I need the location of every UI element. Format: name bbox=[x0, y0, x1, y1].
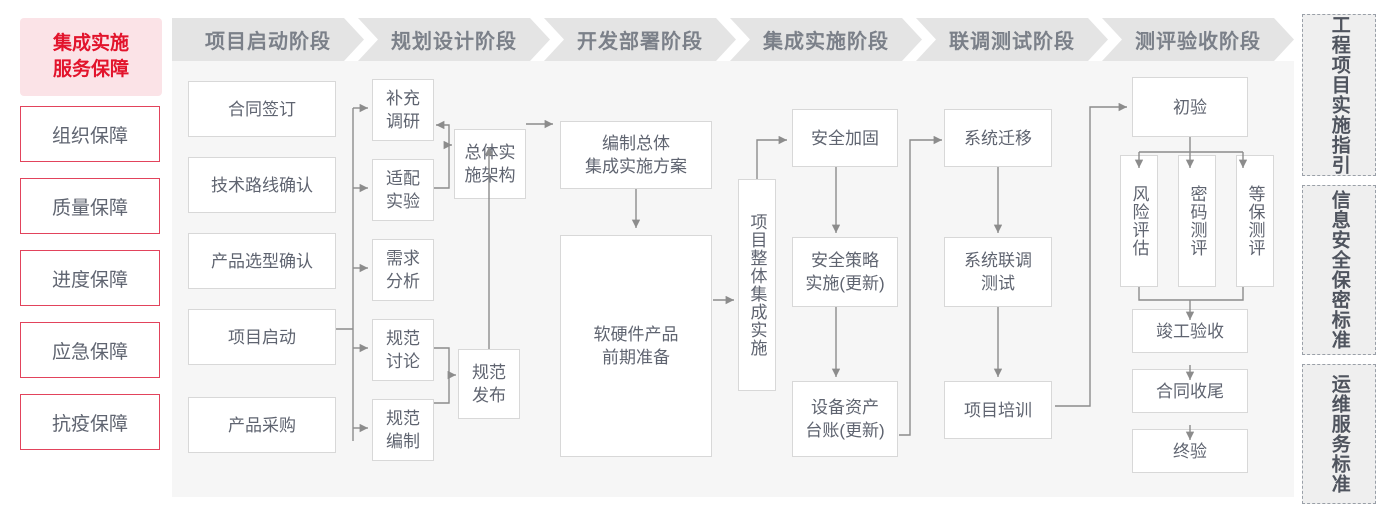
stage-column-dev-deploy: 开发部署阶段 编制总体 集成实施方案 软硬件产品 前期准备 bbox=[544, 18, 736, 497]
guarantee-item-schedule[interactable]: 进度保障 bbox=[20, 250, 160, 306]
standard-ops-service-label: 运维服务标准 bbox=[1328, 374, 1350, 494]
stage-column-joint-test: 联调测试阶段 系统迁移 系统联调 测试 项目培训 bbox=[916, 18, 1108, 497]
stage-header-integration-impl[interactable]: 集成实施阶段 bbox=[730, 18, 922, 61]
node-risk-assessment[interactable]: 风险评估 bbox=[1120, 155, 1158, 287]
standard-ops-service[interactable]: 运维服务标准 bbox=[1302, 364, 1376, 504]
node-product-procurement[interactable]: 产品采购 bbox=[188, 397, 336, 453]
guarantee-item-quality[interactable]: 质量保障 bbox=[20, 178, 160, 234]
stage-column-planning-design: 规划设计阶段 补充 调研 适配 实验 需求 分析 规范 讨论 规范 编制 总体实… bbox=[358, 18, 550, 497]
stage-column-project-start: 项目启动阶段 合同签订 技术路线确认 产品选型确认 项目启动 产品采购 bbox=[172, 18, 364, 497]
node-requirement-analysis[interactable]: 需求 分析 bbox=[372, 239, 434, 301]
node-security-hardening[interactable]: 安全加固 bbox=[792, 109, 898, 167]
node-contract-closeout[interactable]: 合同收尾 bbox=[1132, 369, 1248, 413]
stage-header-evaluation-acceptance[interactable]: 测评验收阶段 bbox=[1102, 18, 1294, 61]
stage-header-joint-test[interactable]: 联调测试阶段 bbox=[916, 18, 1108, 61]
stage-body-dev-deploy: 编制总体 集成实施方案 软硬件产品 前期准备 bbox=[544, 61, 736, 497]
stage-body-evaluation-acceptance: 初验 风险评估 密码测评 等保测评 竣工验收 合同收尾 终验 bbox=[1102, 61, 1294, 497]
guarantee-title-line-1: 集成实施 bbox=[52, 33, 129, 54]
node-project-overall-integration[interactable]: 项目整体集成实施 bbox=[738, 179, 776, 391]
node-hw-sw-product-preparation[interactable]: 软硬件产品 前期准备 bbox=[560, 235, 712, 457]
node-grade-protection-evaluation[interactable]: 等保测评 bbox=[1236, 155, 1274, 287]
node-preliminary-acceptance[interactable]: 初验 bbox=[1132, 77, 1248, 137]
stage-column-evaluation-acceptance: 测评验收阶段 初验 风险评估 密码测评 等保测评 竣工验收 合同收尾 终验 bbox=[1102, 18, 1294, 497]
standard-engineering-guide[interactable]: 工程项目实施指引 bbox=[1302, 14, 1376, 176]
guarantee-sidebar: 集成实施 服务保障 组织保障 质量保障 进度保障 应急保障 抗疫保障 bbox=[20, 18, 162, 466]
guarantee-title-line-2: 服务保障 bbox=[52, 59, 129, 80]
node-adaptation-experiment[interactable]: 适配 实验 bbox=[372, 159, 434, 221]
node-project-kickoff[interactable]: 项目启动 bbox=[188, 309, 336, 365]
standards-sidebar: 工程项目实施指引 信息安全保密标准 运维服务标准 bbox=[1302, 14, 1376, 513]
node-system-joint-test[interactable]: 系统联调 测试 bbox=[944, 237, 1052, 307]
node-equipment-asset-ledger[interactable]: 设备资产 台账(更新) bbox=[792, 381, 898, 457]
stage-body-joint-test: 系统迁移 系统联调 测试 项目培训 bbox=[916, 61, 1108, 497]
node-contract-signing[interactable]: 合同签订 bbox=[188, 81, 336, 137]
node-project-training[interactable]: 项目培训 bbox=[944, 381, 1052, 439]
node-overall-implementation-architecture[interactable]: 总体实 施架构 bbox=[454, 129, 526, 199]
stage-body-integration-impl: 项目整体集成实施 安全加固 安全策略 实施(更新) 设备资产 台账(更新) bbox=[730, 61, 922, 497]
guarantee-title: 集成实施 服务保障 bbox=[20, 18, 162, 96]
node-crypto-evaluation[interactable]: 密码测评 bbox=[1178, 155, 1216, 287]
node-product-selection-confirm[interactable]: 产品选型确认 bbox=[188, 233, 336, 289]
node-compile-overall-integration-plan[interactable]: 编制总体 集成实施方案 bbox=[560, 121, 712, 189]
node-spec-release[interactable]: 规范 发布 bbox=[458, 349, 520, 419]
standard-infosec-confidentiality-label: 信息安全保密标准 bbox=[1328, 190, 1350, 350]
node-spec-drafting[interactable]: 规范 编制 bbox=[372, 399, 434, 461]
guarantee-item-emergency[interactable]: 应急保障 bbox=[20, 322, 160, 378]
node-supplementary-research[interactable]: 补充 调研 bbox=[372, 79, 434, 141]
stage-body-project-start: 合同签订 技术路线确认 产品选型确认 项目启动 产品采购 bbox=[172, 61, 364, 497]
node-tech-route-confirm[interactable]: 技术路线确认 bbox=[188, 157, 336, 213]
standard-infosec-confidentiality[interactable]: 信息安全保密标准 bbox=[1302, 185, 1376, 355]
stage-column-integration-impl: 集成实施阶段 项目整体集成实施 安全加固 安全策略 实施(更新) 设备资产 台账… bbox=[730, 18, 922, 497]
node-system-migration[interactable]: 系统迁移 bbox=[944, 109, 1052, 167]
node-completion-acceptance[interactable]: 竣工验收 bbox=[1132, 309, 1248, 353]
node-security-policy-impl[interactable]: 安全策略 实施(更新) bbox=[792, 237, 898, 307]
guarantee-item-organization[interactable]: 组织保障 bbox=[20, 106, 160, 162]
standard-engineering-guide-label: 工程项目实施指引 bbox=[1328, 15, 1350, 175]
guarantee-item-epidemic[interactable]: 抗疫保障 bbox=[20, 394, 160, 450]
stage-header-planning-design[interactable]: 规划设计阶段 bbox=[358, 18, 550, 61]
stage-header-dev-deploy[interactable]: 开发部署阶段 bbox=[544, 18, 736, 61]
stage-header-project-start[interactable]: 项目启动阶段 bbox=[172, 18, 364, 61]
node-final-acceptance[interactable]: 终验 bbox=[1132, 429, 1248, 473]
stage-body-planning-design: 补充 调研 适配 实验 需求 分析 规范 讨论 规范 编制 总体实 施架构 规范… bbox=[358, 61, 550, 497]
node-spec-discussion[interactable]: 规范 讨论 bbox=[372, 319, 434, 381]
